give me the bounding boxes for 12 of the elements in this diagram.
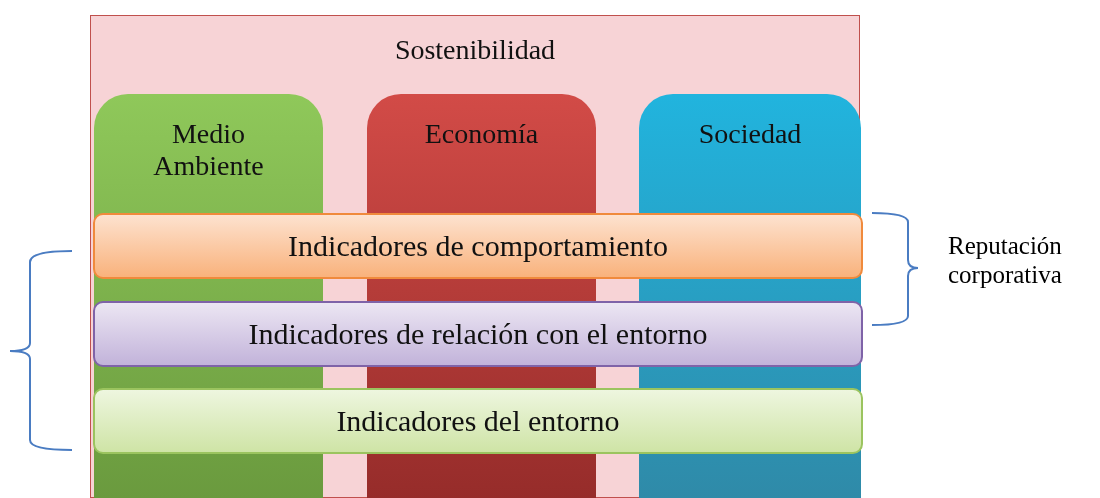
bracket-label: Reputación corporativa: [948, 232, 1063, 290]
sustainability-panel: [90, 15, 860, 498]
node-label: Indicadores del entorno: [335, 404, 621, 439]
node-label: Sostenibilidad: [393, 34, 557, 67]
indicator-bar: [93, 301, 863, 367]
node-label: Indicadores de relación con el entorno: [247, 317, 709, 352]
node-label: Medio Ambiente: [152, 118, 265, 183]
indicator-bar: [93, 388, 863, 454]
node-label: Indicadores de comportamiento: [287, 229, 669, 264]
node-label: Sociedad: [697, 118, 803, 151]
node-label: Economía: [423, 118, 540, 151]
indicator-bar: [93, 213, 863, 279]
